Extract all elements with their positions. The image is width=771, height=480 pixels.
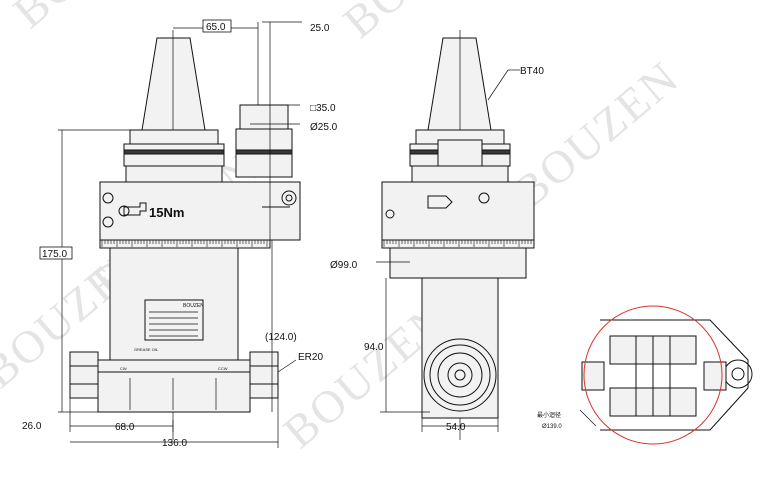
- nameplate: [144, 299, 204, 341]
- dim-square-35: □35.0: [310, 103, 336, 114]
- top-view: 最小迴径 Ø139.0: [537, 305, 753, 445]
- bt40-label: BT40: [520, 66, 544, 77]
- watermark-text: BOUZEN: [334, 0, 519, 48]
- bt-taper-front: [427, 37, 492, 131]
- ccw-label: CCW: [218, 366, 228, 371]
- dim-26: 26.0: [22, 421, 42, 432]
- er20-label: ER20: [298, 352, 323, 363]
- er-collet-nut-left: [69, 351, 99, 399]
- dim-54: 54.0: [446, 422, 466, 433]
- dim-65: 65.0: [206, 22, 226, 33]
- dim-dia-25: Ø25.0: [310, 122, 338, 133]
- front-housing-lower: [421, 277, 499, 419]
- min-swing-circle: [583, 305, 723, 445]
- dim-136: 136.0: [162, 438, 187, 449]
- dim-68: 68.0: [115, 422, 135, 433]
- front-view: [381, 30, 535, 440]
- main-housing-upper: [99, 181, 301, 241]
- torque-label: 15Nm: [149, 205, 184, 220]
- er-collet-nut-right: [249, 351, 279, 399]
- watermark-text: BOUZEN: [4, 0, 189, 38]
- dim-124: (124.0): [265, 332, 297, 343]
- front-housing-upper: [381, 181, 535, 241]
- dim-dia-99: Ø99.0: [330, 260, 358, 271]
- left-dimensions: 65.0 25.0 □35.0 Ø25.0 175.0 (124.0) ER20…: [22, 19, 338, 449]
- min-diameter-value: Ø139.0: [542, 424, 562, 430]
- output-spindle-housing: [97, 359, 251, 413]
- front-dimensions: BT40 Ø99.0 94.0 54.0: [330, 66, 544, 433]
- dim-25: 25.0: [310, 23, 330, 34]
- left-view: 15Nm BOUZEN GREASE OIL CW CCW: [69, 30, 301, 440]
- dim-175: 175.0: [42, 249, 67, 260]
- grease-label: GREASE OIL: [134, 347, 159, 352]
- dim-94: 94.0: [364, 342, 384, 353]
- main-housing-lower: [109, 247, 239, 379]
- output-spindle-end: [423, 338, 497, 412]
- bt-taper-left: [141, 37, 206, 131]
- wrench-icon: [118, 202, 147, 217]
- cw-label: CW: [120, 366, 127, 371]
- min-diameter-label: 最小迴径: [537, 411, 561, 419]
- nameplate-brand: BOUZEN: [183, 303, 204, 309]
- scale-ring-left: [99, 239, 271, 249]
